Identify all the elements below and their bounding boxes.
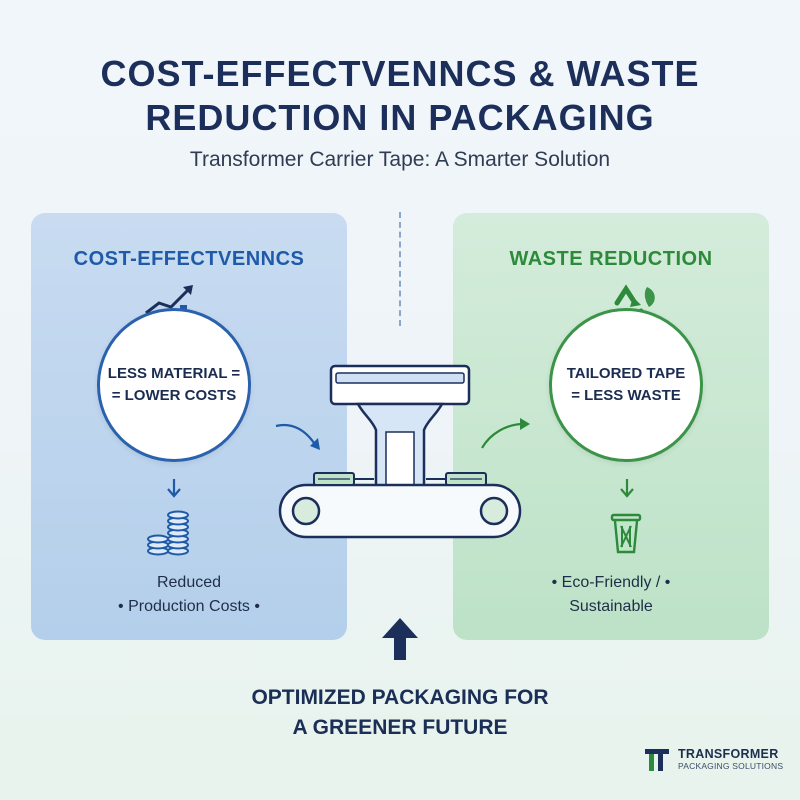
footer-message: OPTIMIZED PACKAGING FOR A GREENER FUTURE bbox=[0, 683, 800, 743]
curved-arrow-icon bbox=[275, 423, 320, 450]
waste-benefit-text: • Eco-Friendly / • Sustainable bbox=[453, 571, 769, 619]
cost-circle-line-2: = LOWER COSTS bbox=[111, 387, 237, 404]
cost-circle-line-1: LESS MATERIAL = bbox=[107, 365, 241, 382]
coin-stack-icon bbox=[147, 510, 189, 556]
logo-tagline: PACKAGING SOLUTIONS bbox=[678, 761, 784, 771]
cost-panel-heading: COST-EFFECTVENNCS bbox=[73, 248, 305, 270]
page-subtitle: Transformer Carrier Tape: A Smarter Solu… bbox=[189, 148, 611, 171]
company-logo: TRANSFORMER PACKAGING SOLUTIONS bbox=[644, 748, 783, 772]
title-line-2: REDUCTION IN PACKAGING bbox=[145, 97, 655, 138]
waste-benefit-line-1: • Eco-Friendly / • bbox=[551, 574, 671, 591]
title-line-1: COST-EFFECTVENNCS & WASTE bbox=[100, 53, 700, 94]
cost-circle: LESS MATERIAL = = LOWER COSTS bbox=[97, 308, 251, 462]
cost-benefit-text: Reduced • Production Costs • bbox=[31, 571, 347, 619]
curved-arrow-icon bbox=[481, 418, 530, 449]
down-arrow-icon bbox=[620, 479, 634, 498]
up-arrow-icon bbox=[382, 618, 418, 660]
page-title: COST-EFFECTVENNCS & WASTE REDUCTION IN P… bbox=[0, 52, 800, 140]
waste-reduction-panel: WASTE REDUCTION TAILORED TAPE = LESS WAS… bbox=[453, 213, 769, 640]
waste-circle: TAILORED TAPE = LESS WASTE bbox=[549, 308, 703, 462]
center-divider bbox=[399, 212, 401, 326]
waste-benefit-line-2: Sustainable bbox=[569, 598, 653, 615]
footer-line-1: OPTIMIZED PACKAGING FOR bbox=[251, 686, 549, 709]
transformer-logo-icon bbox=[645, 749, 669, 771]
footer-line-2: A GREENER FUTURE bbox=[292, 716, 508, 739]
carrier-tape-machine-icon bbox=[278, 364, 522, 539]
cost-benefit-line-2: • Production Costs • bbox=[118, 598, 260, 615]
trash-bin-icon bbox=[610, 513, 642, 554]
cost-benefit-line-1: Reduced bbox=[156, 574, 222, 591]
waste-circle-line-2: = LESS WASTE bbox=[571, 387, 681, 404]
waste-panel-heading: WASTE REDUCTION bbox=[509, 248, 713, 270]
logo-name: TRANSFORMER bbox=[678, 747, 779, 761]
waste-circle-line-1: TAILORED TAPE bbox=[566, 365, 686, 382]
down-arrow-icon bbox=[167, 479, 181, 498]
